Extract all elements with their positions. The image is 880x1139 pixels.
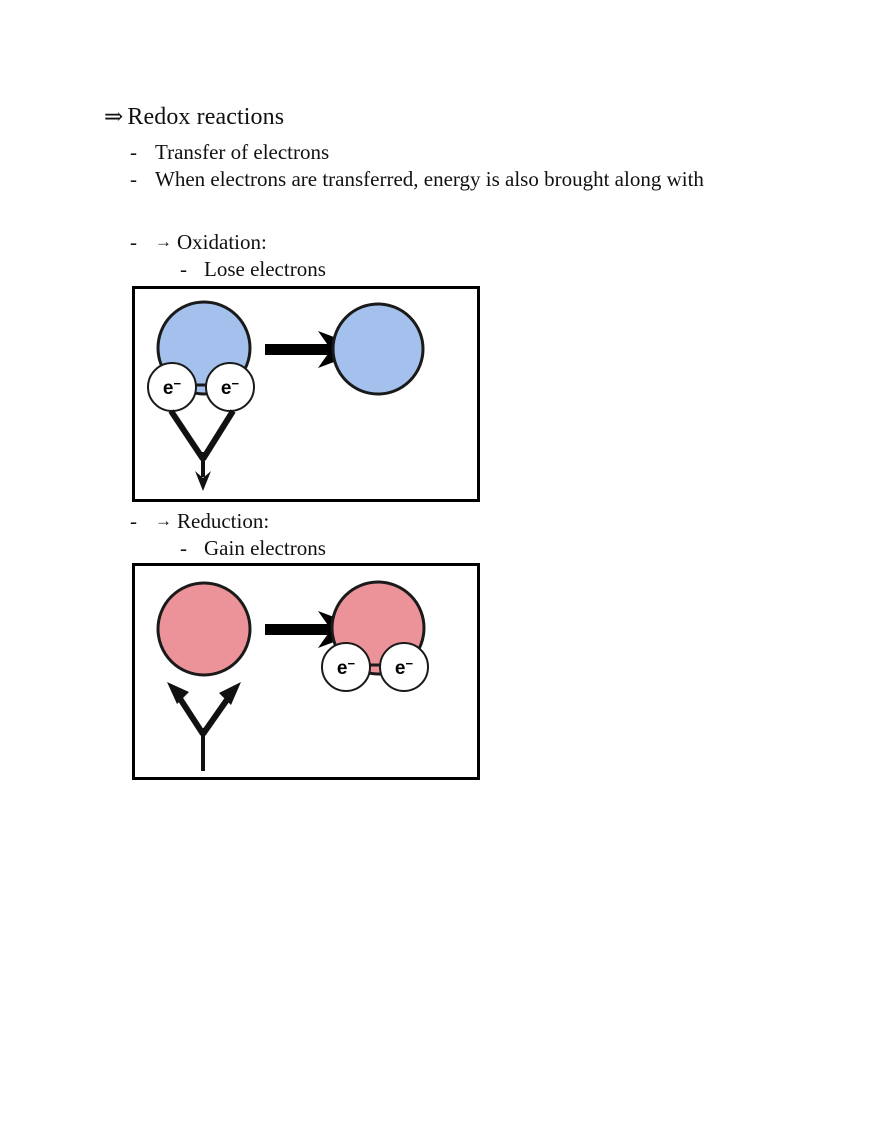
electron-gain-arrow-icon [167, 682, 241, 771]
electron-release-arrow-icon [168, 409, 236, 491]
bullet-text: Transfer of electrons [155, 140, 330, 164]
section-label: Oxidation: [177, 230, 267, 254]
section-heading-reduction: -→ Reduction: [130, 508, 269, 536]
bullet-transfer-of-electrons: -Transfer of electrons [130, 139, 329, 166]
page-title: ⇒Redox reactions [104, 101, 284, 133]
bullet-dash: - [130, 167, 137, 191]
bullet-text: When electrons are transferred, energy i… [155, 167, 704, 191]
sub-bullet-lose-electrons: -Lose electrons [180, 256, 326, 283]
oxidation-diagram: e− e− [132, 286, 480, 502]
atom-circle-product [331, 302, 425, 396]
right-arrow-icon: → [155, 232, 172, 251]
page-title-text: Redox reactions [127, 104, 285, 130]
bullet-dash: - [130, 140, 137, 164]
sub-bullet-gain-electrons: -Gain electrons [180, 535, 326, 562]
sub-bullet-text: Lose electrons [204, 257, 326, 281]
reduction-diagram-svg: e− e− [156, 580, 429, 771]
sub-bullet-text: Gain electrons [204, 536, 326, 560]
bullet-dash: - [130, 509, 137, 533]
bullet-dash: - [130, 230, 137, 254]
bullet-dash: - [180, 257, 187, 281]
electron-circle-left [321, 642, 371, 692]
section-heading-oxidation: -→ Oxidation: [130, 229, 267, 257]
reduction-diagram: e− e− [132, 563, 480, 780]
bullet-dash: - [180, 536, 187, 560]
oxidation-diagram-svg: e− e− [147, 300, 425, 491]
electron-circle-right [379, 642, 429, 692]
atom-circle-reactant [156, 581, 252, 677]
bullet-energy-transfer: -When electrons are transferred, energy … [130, 166, 704, 193]
double-arrow-icon: ⇒ [104, 104, 124, 129]
section-label: Reduction: [177, 509, 270, 533]
right-arrow-icon: → [155, 511, 172, 530]
